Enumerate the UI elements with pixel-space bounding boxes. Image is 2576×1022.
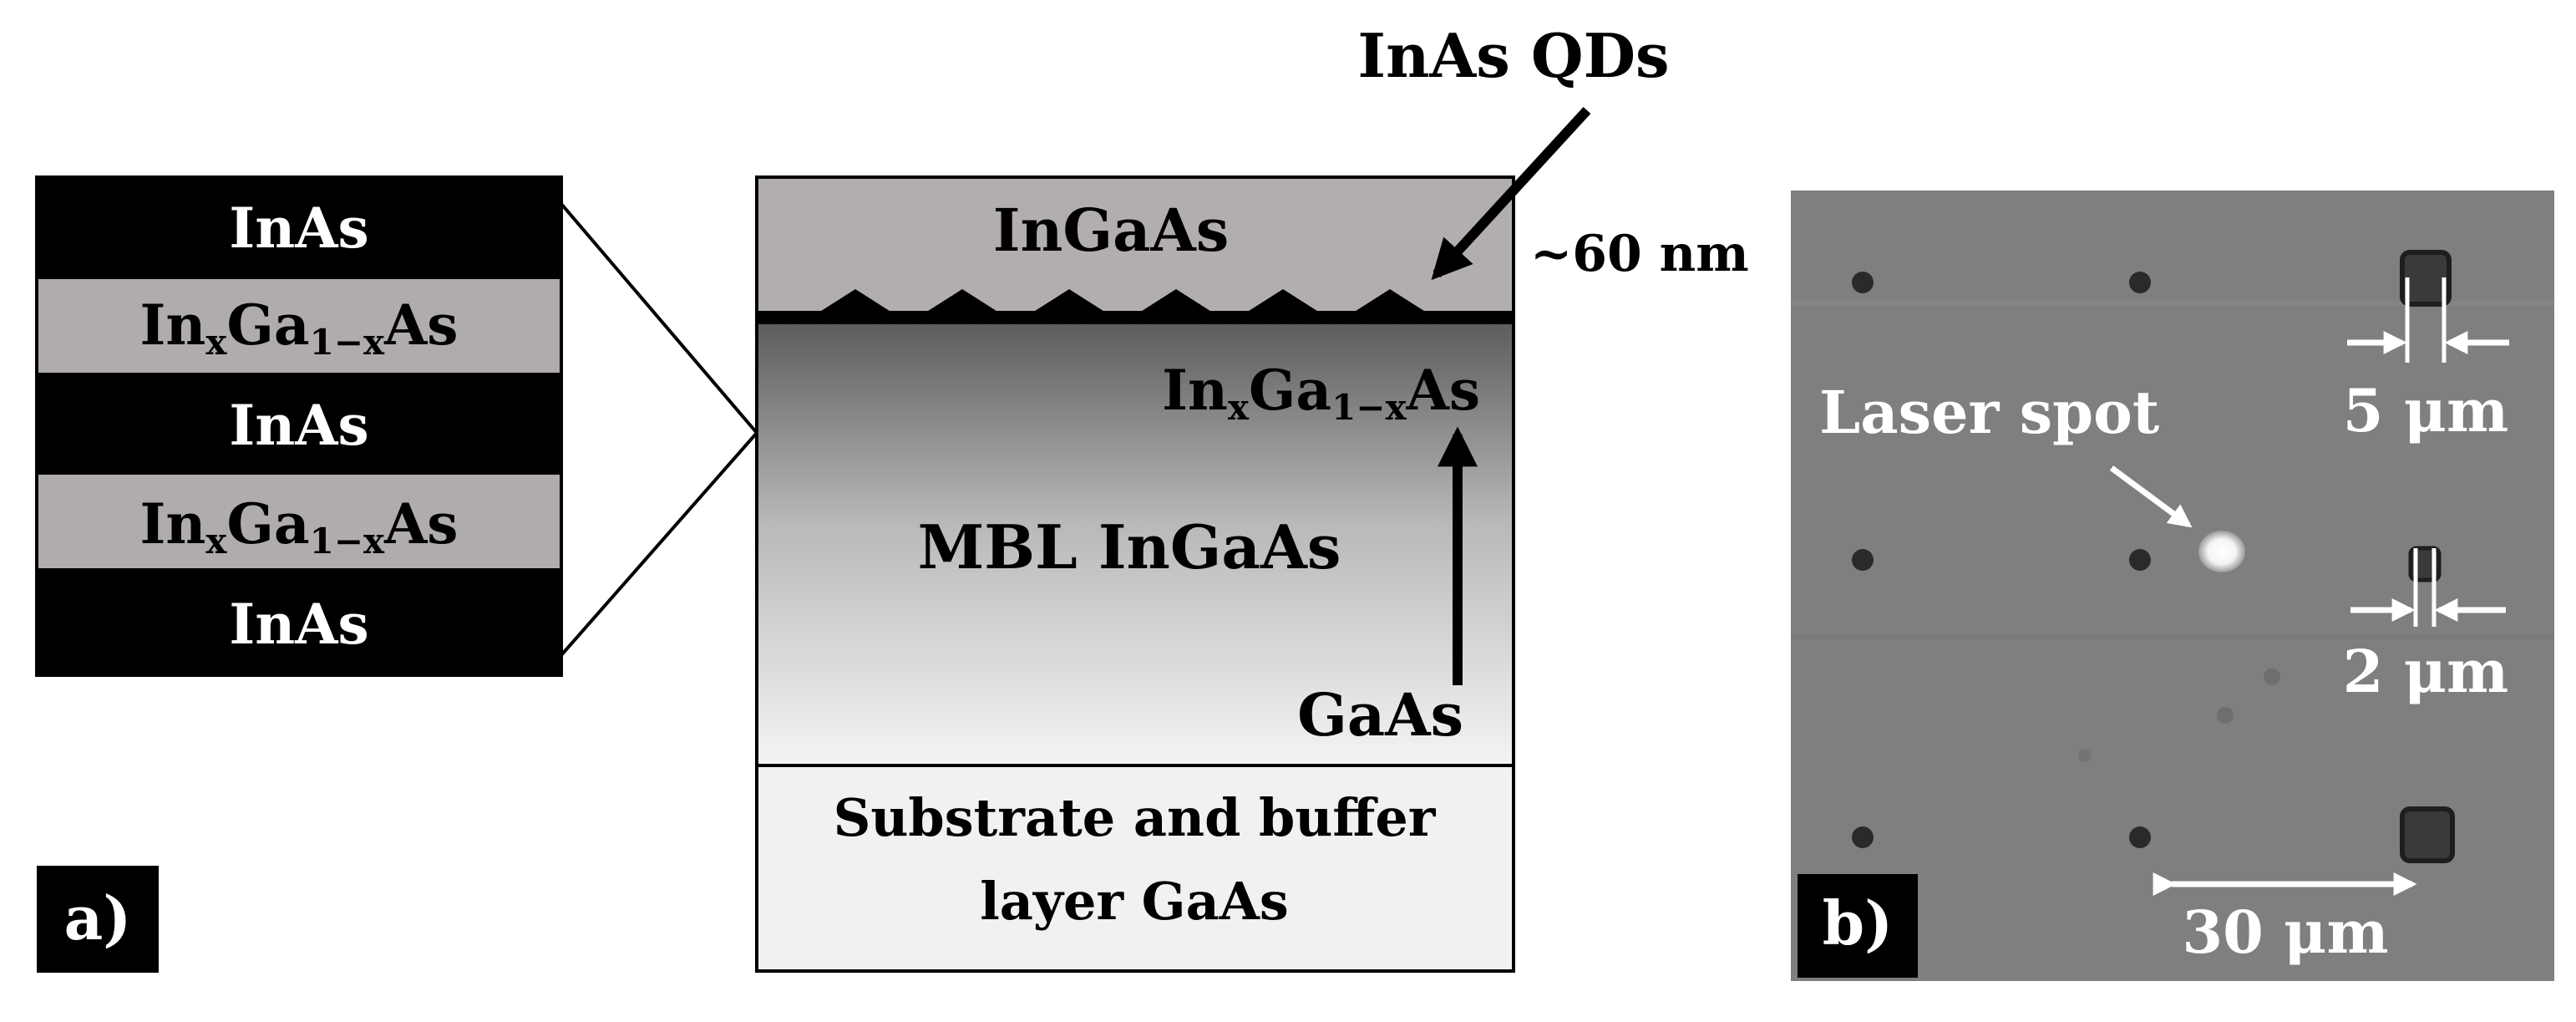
stack-layer-5 <box>37 568 561 675</box>
stack-layer-5-label: InAs <box>229 592 368 657</box>
marker-dot <box>2129 272 2151 293</box>
stack-layer-3 <box>37 373 561 475</box>
stack-layer-2-label: InxGa1−xAs <box>140 292 459 363</box>
marker-square-large <box>2400 806 2455 863</box>
marker-dot <box>2129 826 2151 848</box>
zoom-line-bottom <box>560 431 758 657</box>
panel-a-label-box <box>37 866 159 973</box>
stack-layer-2 <box>37 279 561 373</box>
spacing-label: 30 μm <box>2182 897 2388 967</box>
scale-2um-label: 2 μm <box>2343 637 2508 706</box>
graded-top-label: InxGa1−xAs <box>1162 358 1480 428</box>
stack-layer-4-label: InxGa1−xAs <box>140 491 459 562</box>
qd-arrow <box>1431 106 1591 281</box>
marker-dot <box>2129 549 2151 571</box>
marker-dot <box>1852 549 1874 571</box>
stack-layer-1 <box>37 177 561 279</box>
substrate-label-line1: Substrate and buffer <box>834 787 1437 848</box>
cap-layer <box>757 177 1514 313</box>
cap-layer-label: InGaAs <box>993 196 1230 265</box>
laser-arrow <box>2109 465 2193 528</box>
mbl-label: MBL InGaAs <box>918 511 1341 582</box>
stack-layer-3-label: InAs <box>229 393 368 458</box>
panel-a-label: a) <box>64 882 132 953</box>
scale-5um-label: 5 μm <box>2343 376 2508 445</box>
laser-spot <box>2198 531 2245 572</box>
micrograph: Laser spot 5 μm 2 μm 30 μm b) <box>1791 191 2554 981</box>
marker-square-large <box>2400 250 2452 307</box>
wetting-layer <box>757 311 1514 324</box>
marker-dot <box>1852 272 1874 293</box>
thickness-label: ~60 nm <box>1530 225 1749 283</box>
qd-label: InAs QDs <box>1357 20 1669 91</box>
laser-label: Laser spot <box>1819 378 2159 447</box>
panel-b-label: b) <box>1823 887 1893 958</box>
stack-layer-4 <box>37 475 561 568</box>
mbl-layer <box>757 323 1514 765</box>
layer-stack: InAs InxGa1−xAs InAs InxGa1−xAs InAs <box>35 175 563 677</box>
structure-box: InGaAs InxGa1−xAs MBL InGaAs GaAs Substr… <box>755 175 1515 973</box>
zoom-line-top <box>560 202 758 435</box>
substrate-layer <box>757 765 1514 971</box>
substrate-label-line2: layer GaAs <box>980 871 1289 932</box>
marker-dot <box>1852 826 1874 848</box>
graded-bottom-label: GaAs <box>1297 680 1463 750</box>
quantum-dots <box>819 289 1427 313</box>
panel-b-label-box <box>1798 874 1918 978</box>
stack-layer-1-label: InAs <box>229 196 368 261</box>
